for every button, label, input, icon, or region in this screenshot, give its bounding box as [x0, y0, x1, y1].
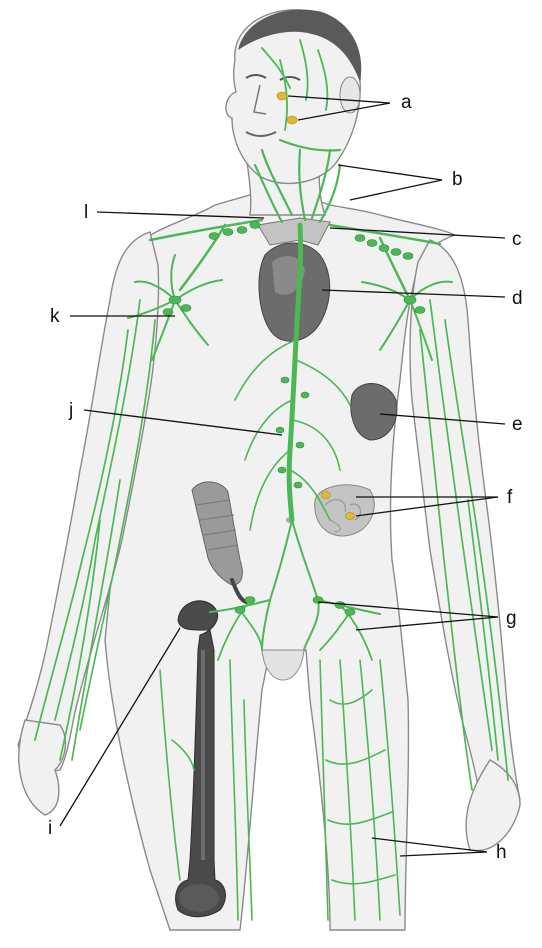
lymph-node: [345, 609, 355, 616]
lymph-node: [335, 602, 345, 609]
pubic-region: [262, 650, 304, 680]
tonsil: [287, 116, 297, 124]
label-g: g: [506, 608, 517, 629]
lymph-node: [245, 597, 255, 604]
label-e: e: [512, 414, 523, 435]
lymph-node: [250, 222, 260, 229]
peyers-patch: [322, 492, 331, 499]
lymph-node: [379, 245, 389, 252]
lymph-node: [415, 307, 425, 314]
tonsil: [277, 92, 287, 100]
label-c: c: [512, 229, 522, 250]
label-d: d: [512, 288, 523, 309]
lymph-node: [281, 377, 289, 383]
lymph-node: [223, 229, 233, 236]
leader-h-2: [400, 852, 487, 856]
lymph-node: [181, 305, 191, 312]
lymph-node: [355, 235, 365, 242]
lymph-node: [169, 296, 181, 304]
leader-b-2: [350, 180, 442, 200]
label-a: a: [401, 92, 412, 113]
label-i: i: [48, 818, 52, 839]
lymph-node: [278, 467, 286, 473]
label-j: j: [68, 400, 73, 421]
lymph-node: [403, 253, 413, 260]
lymph-node: [404, 296, 416, 304]
left-arm-outline: [410, 240, 520, 810]
lymph-node: [276, 427, 284, 433]
label-b: b: [452, 169, 463, 190]
lymph-node: [367, 240, 377, 247]
label-l: l: [84, 202, 88, 223]
ear: [340, 77, 360, 113]
label-k: k: [50, 306, 60, 327]
knee-cap: [179, 884, 219, 912]
leader-b-1: [338, 165, 442, 180]
lymph-node: [296, 442, 304, 448]
lymph-node: [301, 392, 309, 398]
label-h: h: [496, 842, 507, 863]
lymph-node: [209, 233, 219, 240]
lymph-node: [391, 249, 401, 256]
lymph-node: [163, 309, 173, 316]
body-silhouette: [18, 10, 520, 930]
peyers-patch: [346, 513, 355, 520]
lymph-node: [237, 227, 247, 234]
lymph-node: [235, 607, 245, 614]
label-f: f: [507, 487, 513, 508]
lymph-node: [294, 482, 302, 488]
